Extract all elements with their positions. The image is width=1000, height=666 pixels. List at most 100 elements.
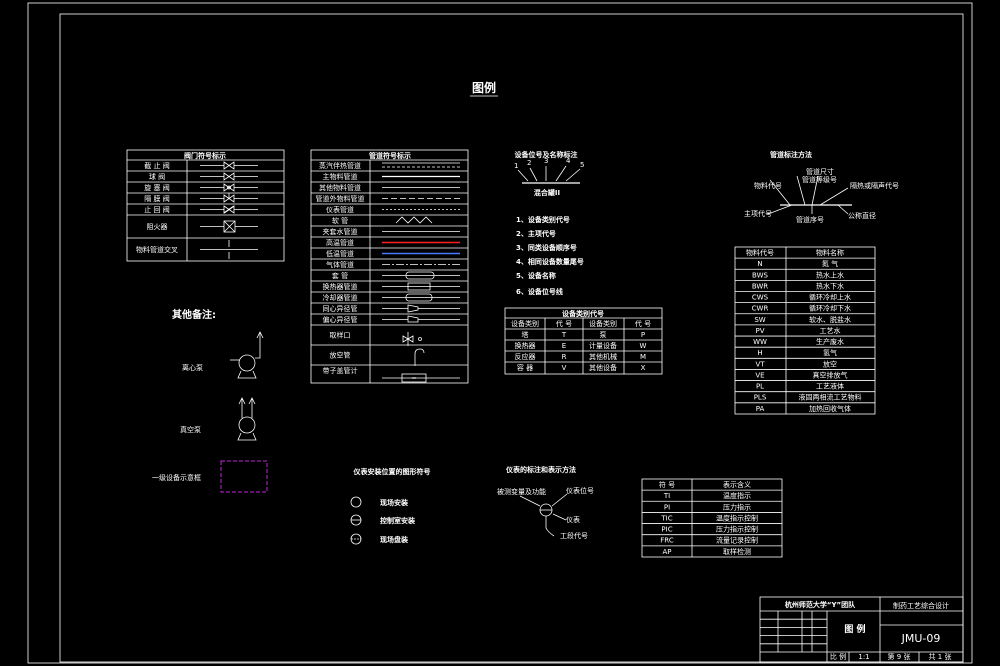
- instrument-meaning: 流量记录控制: [716, 536, 758, 545]
- tag-marker: 4: [566, 157, 571, 165]
- tag-marker: 2: [527, 159, 531, 167]
- material-code-column: 物料代号: [746, 248, 774, 257]
- hose-icon: [395, 216, 433, 224]
- equipment-code-header: 设备类别代号: [562, 309, 604, 318]
- instrument-annotation: 仪表位号: [566, 486, 594, 495]
- pipe-row-label: 取样口: [330, 331, 351, 340]
- position-label: 现场安装: [380, 498, 408, 507]
- sampling-port-icon: [402, 332, 422, 346]
- material-name: 氢气: [823, 348, 837, 357]
- instrument-label-heading: 仪表的标注和表示方法: [505, 465, 576, 474]
- equipment-note: 1、设备类别代号: [516, 215, 570, 224]
- material-code: WW: [753, 338, 767, 346]
- equipment-note: 6、设备位号线: [516, 287, 563, 296]
- valve-row-label: 物料管道交叉: [136, 245, 178, 254]
- project-name: 制药工艺综合设计: [893, 601, 949, 610]
- equipment-code-cell: E: [562, 342, 566, 350]
- tag-marker: 5: [580, 161, 584, 169]
- material-name: 循环冷却下水: [809, 304, 851, 313]
- material-name: 软水、脱盐水: [809, 315, 851, 324]
- equipment-box-label: 一级设备示意框: [152, 473, 201, 482]
- valve-row-label: 球 阀: [149, 172, 165, 181]
- equipment-code-cell: R: [562, 353, 567, 361]
- pipe-row-label: 高温管道: [326, 238, 354, 247]
- eccentric-reducer-icon: [382, 315, 460, 323]
- vacuum-pump-label: 真空泵: [180, 425, 201, 434]
- material-name: 放空: [823, 359, 837, 368]
- instrument-position-heading: 仪表安装位置的图形符号: [353, 467, 431, 476]
- other-notes-heading: 其他备注:: [172, 308, 216, 321]
- pipe-annotation: 物料代号: [754, 181, 782, 190]
- material-name: 循环冷却上水: [809, 293, 851, 302]
- material-name: 生产废水: [816, 337, 844, 346]
- equipment-code-column: 代 号: [556, 319, 572, 328]
- pipe-row-label: 冷却器管道: [323, 293, 358, 302]
- position-label: 现场盘装: [380, 535, 408, 544]
- pipe-row-label: 夹套水管道: [323, 227, 358, 236]
- equipment-code-cell: V: [562, 364, 567, 372]
- pipe-row-label: 蒸汽伴热管道: [319, 161, 361, 170]
- sheet-total: 共 1 张: [929, 652, 952, 661]
- pipe-row-label: 同心异径管: [323, 304, 358, 313]
- valve-row-label: 阻火器: [147, 222, 168, 231]
- instrument-code: TIC: [660, 514, 672, 522]
- scale-value: 1:1: [858, 653, 869, 661]
- equipment-code-cell: 换热器: [515, 341, 536, 350]
- material-name: 液固两相流工艺物料: [799, 393, 862, 402]
- equipment-code-cell: M: [640, 353, 646, 361]
- pipe-row-label: 偏心异径管: [323, 315, 358, 324]
- equipment-code-column: 设备类别: [589, 319, 617, 328]
- diaphragm-valve-icon: [200, 193, 258, 203]
- material-code: SW: [754, 316, 765, 324]
- equipment-code-cell: P: [641, 331, 645, 339]
- pipe-annotation: 管道等级号: [802, 175, 837, 184]
- instrument-code-column: 表示含义: [723, 480, 751, 489]
- valve-table: 阀门符号标示 截 止 阀 球 阀 旋 塞 阀 隔 膜 阀 止 回 阀 阻火器 物…: [126, 149, 285, 262]
- vent-pipe-icon: [414, 348, 425, 366]
- drawing-number: JMU-09: [901, 632, 941, 645]
- material-code: BWR: [752, 282, 768, 290]
- valve-table-header: 阀门符号标示: [184, 151, 226, 160]
- pipe-row-label: 带子盖管计: [323, 366, 358, 375]
- pipe-annotation: 公称直径: [848, 211, 876, 220]
- pipe-row-label: 气体管道: [326, 260, 354, 269]
- equipment-code-cell: 其他机械: [589, 352, 617, 361]
- pipe-row-label: 套 管: [332, 271, 348, 280]
- plug-valve-icon: [200, 183, 258, 192]
- flame-arrester-icon: [200, 220, 258, 233]
- steam-tracing-pipe-icon: [382, 162, 460, 168]
- centrifugal-pump-label: 离心泵: [182, 363, 203, 372]
- instrument-annotation: 仪表: [566, 515, 580, 524]
- instrument-code: PI: [664, 503, 670, 511]
- material-name: 工艺液体: [816, 382, 844, 391]
- ball-valve-icon: [200, 172, 258, 181]
- equipment-note: 2、主项代号: [516, 229, 556, 238]
- material-code: VT: [755, 360, 765, 368]
- instrument-meaning: 温度指示: [723, 491, 751, 500]
- equipment-frame-box: [220, 460, 268, 493]
- equipment-code-cell: T: [561, 331, 567, 339]
- pipe-annotation: 隔热或隔声代号: [850, 181, 899, 190]
- equipment-code-cell: 泵: [600, 331, 607, 339]
- drawing-name: 图 例: [844, 623, 865, 635]
- instrument-code: PIC: [661, 526, 672, 534]
- other-notes: 其他备注: 离心泵 真空泵 一级设备示意框: [152, 308, 268, 493]
- plugged-pipe-icon: [382, 373, 460, 383]
- equipment-label-heading: 设备位号及名称标注: [515, 150, 578, 159]
- pipe-row-label: 主物料管道: [323, 172, 358, 181]
- equipment-code-column: 设备类别: [511, 319, 539, 328]
- pipe-label-section: 管道标注方法 管道尺寸 管道等级号 物料代号 主项代号 管道序号 公称直径 隔热…: [744, 150, 899, 224]
- material-code: CWR: [752, 305, 769, 313]
- instrument-code-column: 符 号: [659, 480, 675, 489]
- material-code: BWS: [752, 271, 768, 279]
- instrument-annotation: 被测变量及功能: [497, 487, 546, 496]
- valve-row-label: 隔 膜 阀: [144, 194, 169, 203]
- inner-frame: [59, 13, 964, 663]
- position-label: 控制室安装: [380, 516, 415, 525]
- equipment-code-cell: 塔: [522, 330, 529, 339]
- equipment-code-cell: W: [640, 342, 647, 350]
- instrument-code: AP: [662, 548, 671, 556]
- material-code-column: 物料名称: [816, 248, 844, 257]
- drawing-title: 图例: [472, 80, 496, 95]
